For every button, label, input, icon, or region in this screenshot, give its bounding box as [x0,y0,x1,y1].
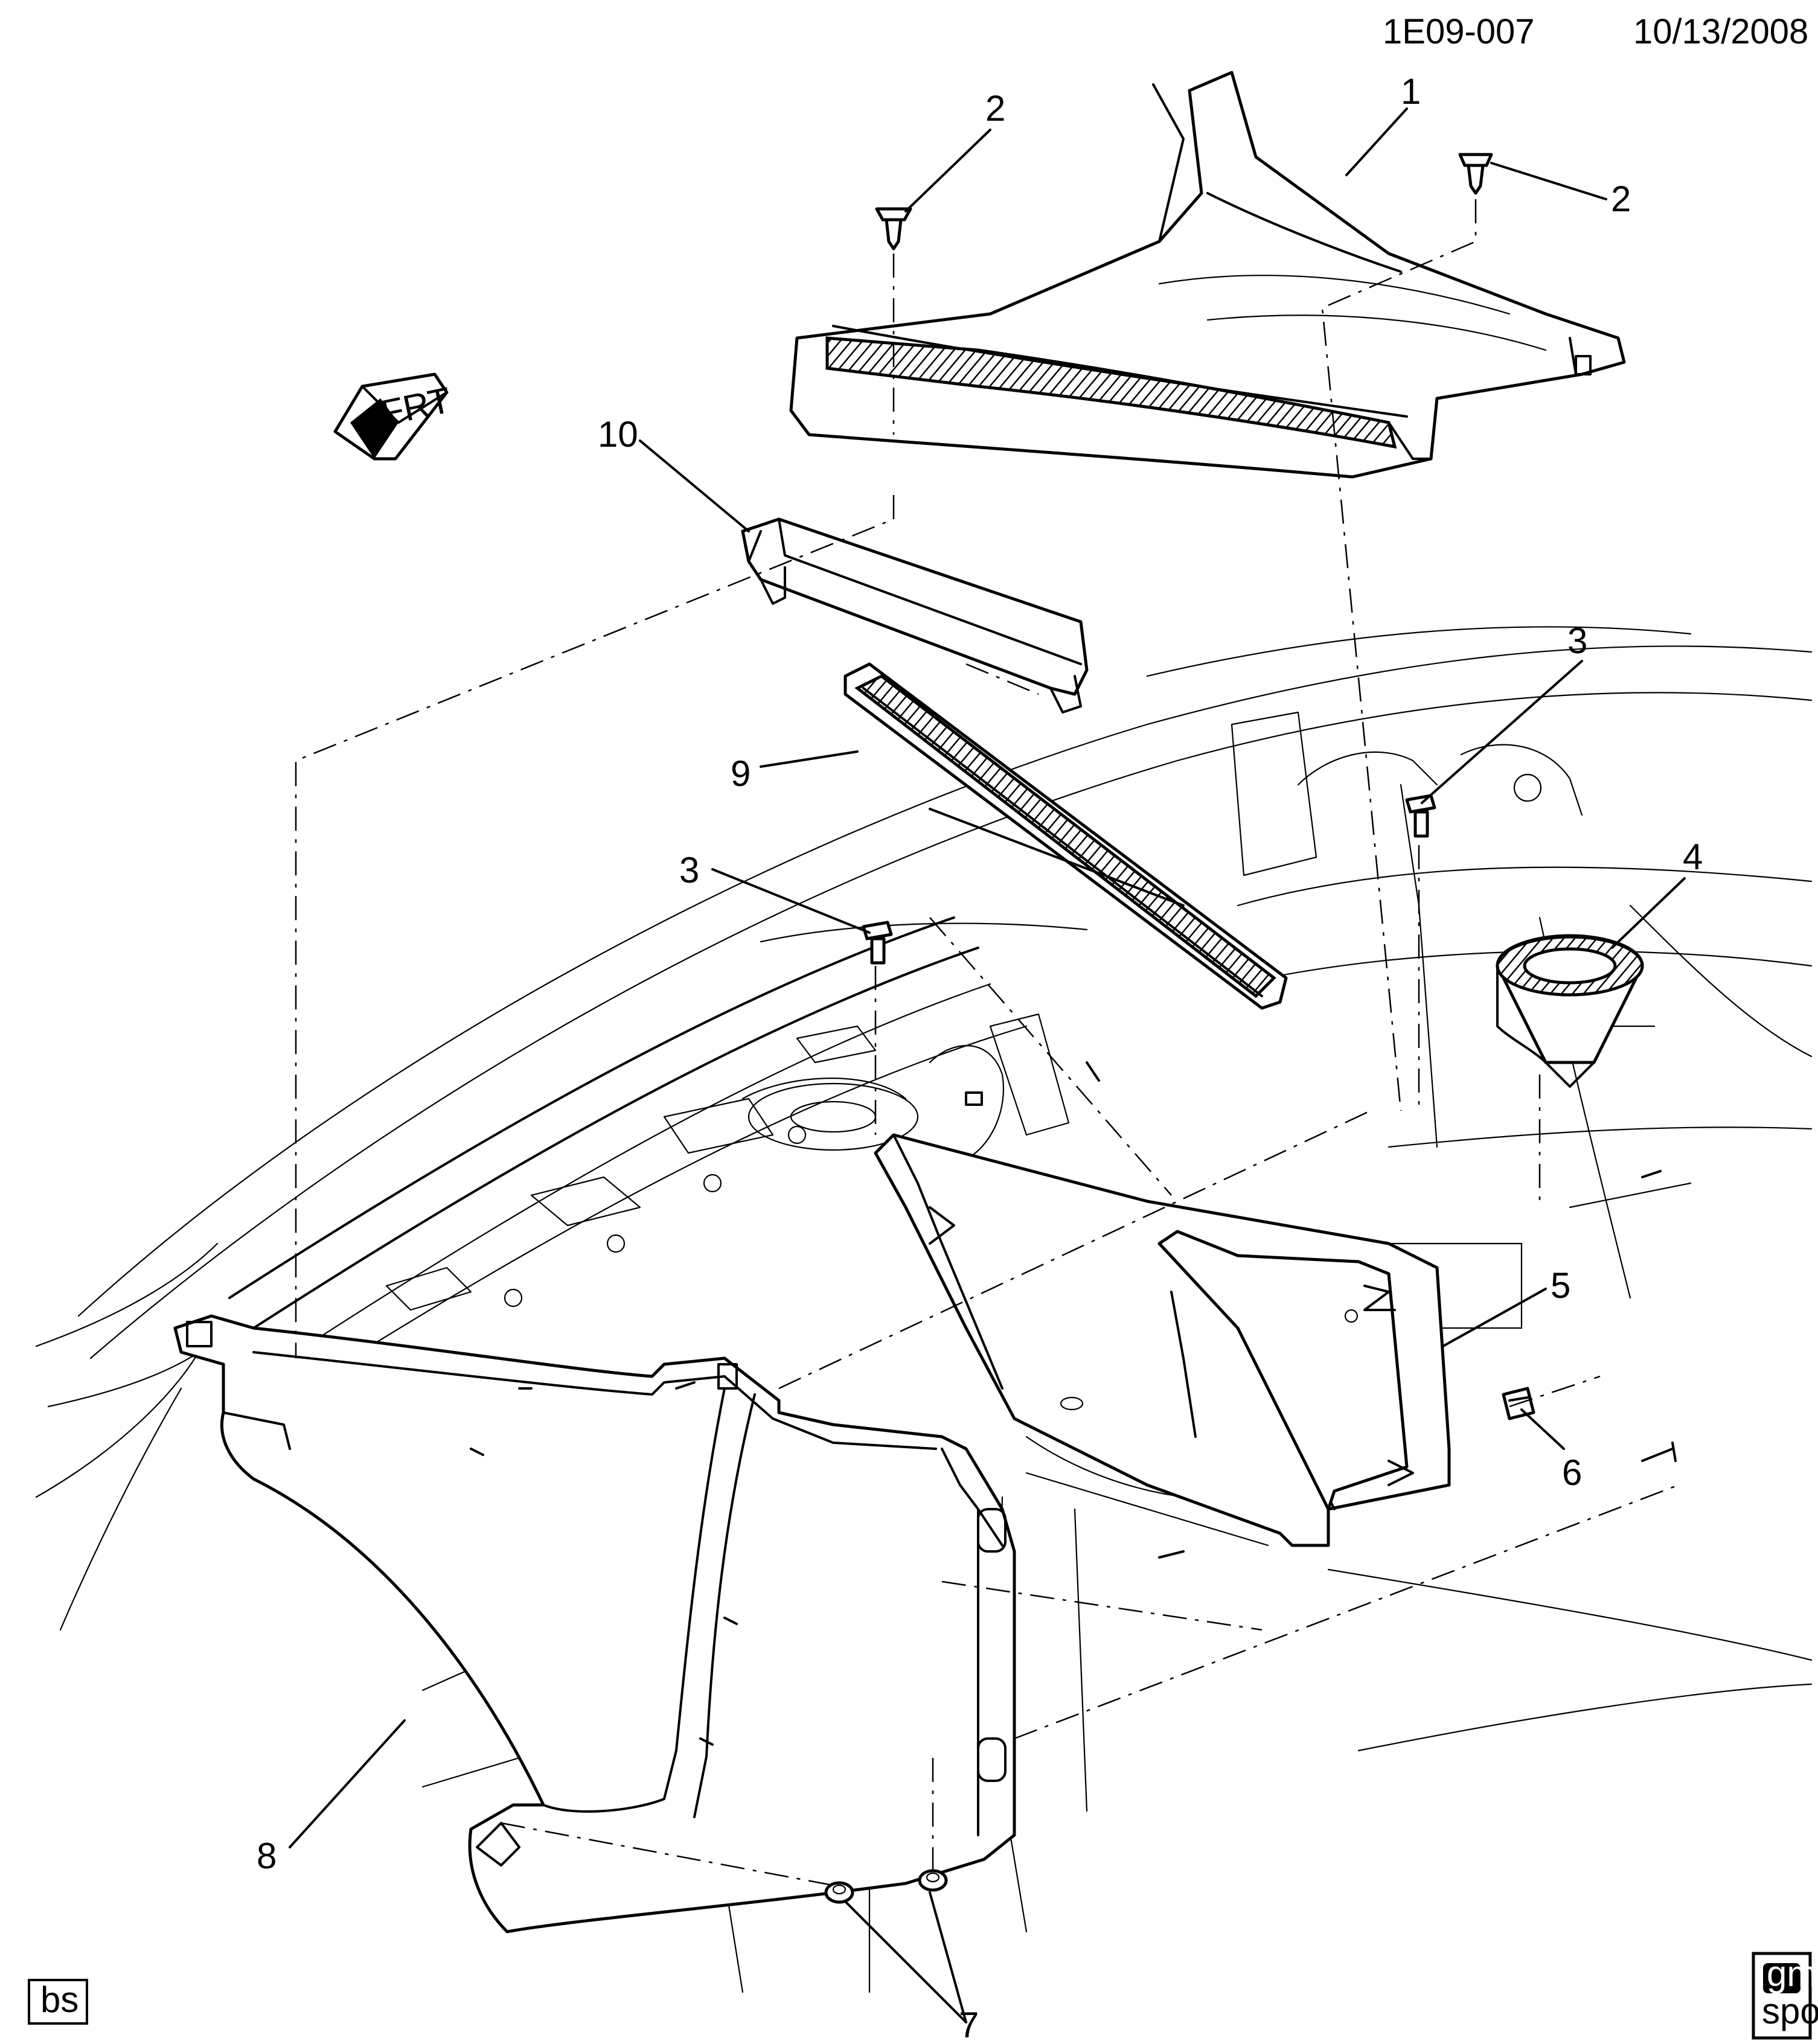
gm-spo-logo: gm spo [1752,1952,1818,2040]
part-1-cowl-vent-panel [789,71,1626,479]
fastener-3b-bolt [1405,794,1436,838]
fastener-7a-nut [824,1881,854,1904]
part-8-plenum-side-panel [173,1314,1016,1934]
diagram-code: 1E09-007 [1383,12,1535,51]
fastener-7b-nut [918,1869,948,1892]
fastener-3a-bolt [862,921,893,965]
callout-5: 5 [1551,1265,1570,1306]
alignment-lines [295,199,1679,1888]
part-5-air-inlet-housing [874,1133,1451,1547]
part-9-cabin-air-filter [843,662,1288,1010]
callouts: 1 2 2 3 3 4 5 6 7 8 9 10 [257,71,1703,2044]
callout-3a: 3 [679,850,699,890]
callout-2a: 2 [985,88,1005,129]
callout-1: 1 [1401,71,1421,112]
callout-2b: 2 [1611,179,1631,219]
svg-text:gm: gm [1767,1953,1817,1994]
front-arrow-icon: FRT [333,372,454,461]
callout-6: 6 [1562,1452,1582,1493]
callout-4: 4 [1683,837,1703,877]
fastener-2b-push-pin [1458,153,1493,195]
svg-text:bs: bs [40,1979,78,2020]
bs-badge: bs [28,1979,88,2025]
callout-3b: 3 [1567,621,1587,661]
svg-text:spo: spo [1762,1991,1818,2031]
callout-7: 7 [959,2005,979,2044]
part-4-grommet [1496,934,1644,1088]
loose-studs [470,1061,1677,1746]
diagram-date: 10/13/2008 [1633,12,1808,51]
part-10-filter-retainer [741,517,1089,714]
callout-8: 8 [257,1836,277,1876]
leader-lines [289,107,1686,2023]
callout-9: 9 [731,753,751,794]
callout-10: 10 [598,414,638,455]
fastener-2a-push-pin [875,207,912,251]
